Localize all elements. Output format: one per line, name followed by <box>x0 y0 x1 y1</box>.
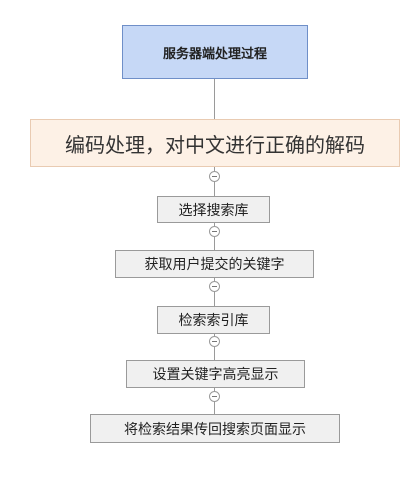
connector-step3-step4 <box>214 334 215 360</box>
step-node-label: 选择搜索库 <box>178 202 249 219</box>
step-node-label: 将检索结果传回搜索页面显示 <box>124 421 306 438</box>
root-node-label: 服务器端处理过程 <box>162 46 267 62</box>
step-node-2[interactable]: 获取用户提交的关键字 <box>115 250 314 278</box>
step-node-5[interactable]: 将检索结果传回搜索页面显示 <box>90 414 340 443</box>
root-node[interactable]: 服务器端处理过程 <box>122 25 308 79</box>
collapse-toggle-step1[interactable] <box>209 226 220 237</box>
collapse-toggle-step4[interactable] <box>209 391 220 402</box>
step-node-label: 检索索引库 <box>178 313 249 329</box>
connector-root-main <box>214 79 215 119</box>
connector-step2-step3 <box>214 278 215 306</box>
step-node-3[interactable]: 检索索引库 <box>157 306 270 334</box>
main-node-label: 编码处理，对中文进行正确的解码 <box>65 132 365 157</box>
step-node-label: 获取用户提交的关键字 <box>144 257 285 273</box>
step-node-4[interactable]: 设置关键字高亮显示 <box>126 360 305 388</box>
main-node[interactable]: 编码处理，对中文进行正确的解码 <box>30 119 400 167</box>
collapse-toggle-step2[interactable] <box>209 281 220 292</box>
collapse-toggle-main[interactable] <box>209 171 220 182</box>
step-node-label: 设置关键字高亮显示 <box>152 367 279 383</box>
step-node-1[interactable]: 选择搜索库 <box>157 196 270 223</box>
collapse-toggle-step3[interactable] <box>209 336 220 347</box>
